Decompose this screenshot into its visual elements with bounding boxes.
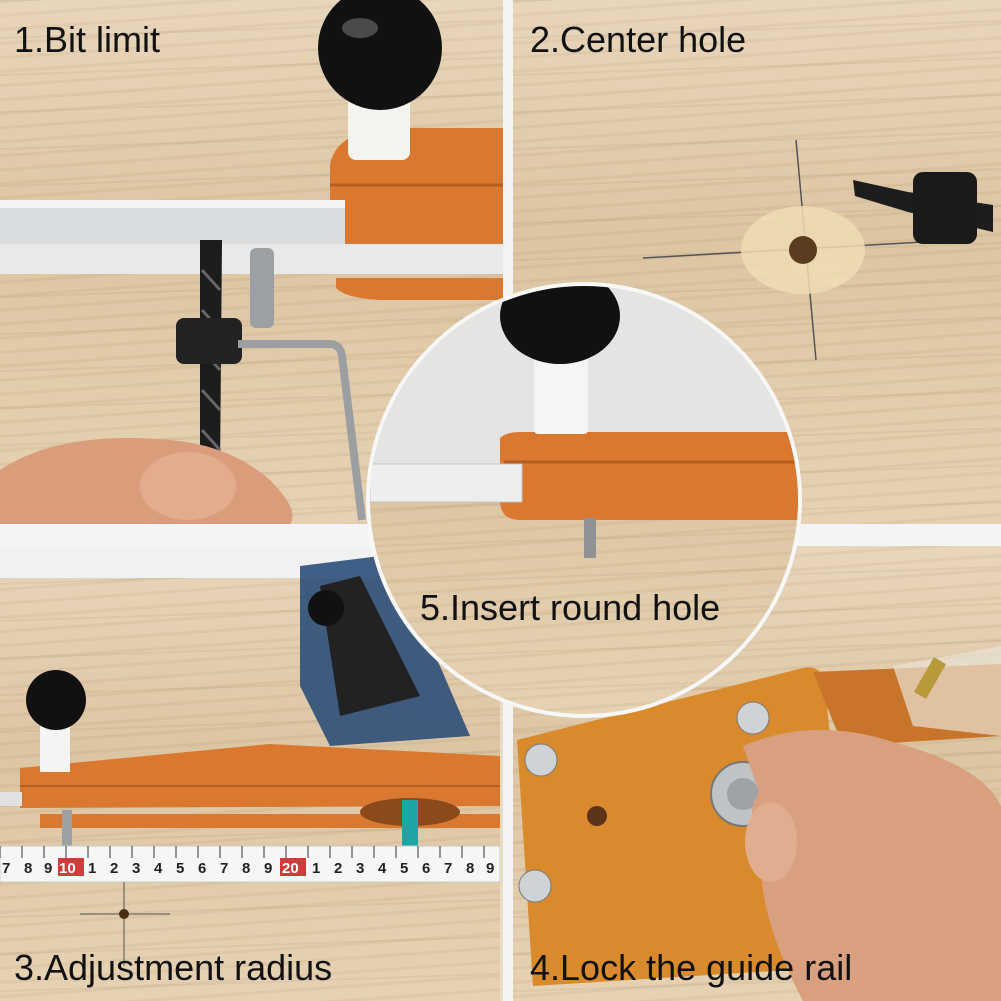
caption-bit-limit: 1.Bit limit xyxy=(14,19,161,60)
tape-ticks xyxy=(0,846,485,858)
metal-pin xyxy=(250,248,274,328)
svg-text:7: 7 xyxy=(2,860,10,877)
router-knob xyxy=(308,590,344,626)
svg-text:20: 20 xyxy=(282,860,299,877)
tape-labels: 7 8 9 10 1 2 3 4 5 6 7 8 9 20 1 2 3 4 5 … xyxy=(2,860,494,877)
stop-collar xyxy=(913,172,977,244)
svg-text:5: 5 xyxy=(176,860,184,877)
router-bit xyxy=(402,800,418,850)
aluminium-rail xyxy=(370,463,523,503)
bit-limit-scene xyxy=(0,0,503,524)
svg-text:9: 9 xyxy=(486,860,494,877)
center-hole-scene xyxy=(642,139,993,361)
hole xyxy=(587,806,607,826)
black-knob xyxy=(500,286,620,364)
svg-text:7: 7 xyxy=(444,860,452,877)
adjustment-radius-scene: 7 8 9 10 1 2 3 4 5 6 7 8 9 20 1 2 3 4 5 … xyxy=(0,546,500,966)
inset-insert-round-hole: 5.Insert round hole xyxy=(366,282,802,718)
hand xyxy=(743,729,1001,1001)
svg-text:8: 8 xyxy=(466,860,474,877)
svg-text:6: 6 xyxy=(198,860,206,877)
orange-plate xyxy=(500,432,798,520)
svg-text:9: 9 xyxy=(264,860,272,877)
caption-lock-guide-rail: 4.Lock the guide rail xyxy=(530,947,853,988)
svg-text:6: 6 xyxy=(422,860,430,877)
panel-bit-limit: 1.Bit limit xyxy=(0,0,503,524)
white-post xyxy=(40,722,70,772)
screw xyxy=(736,701,770,735)
caption-center-hole: 2.Center hole xyxy=(530,19,747,60)
panel-adjustment-radius: 7 8 9 10 1 2 3 4 5 6 7 8 9 20 1 2 3 4 5 … xyxy=(0,546,500,1001)
svg-text:9: 9 xyxy=(44,860,52,877)
metal-pin xyxy=(62,810,72,846)
hex-key xyxy=(238,340,366,521)
svg-text:7: 7 xyxy=(220,860,228,877)
svg-text:4: 4 xyxy=(378,860,387,877)
lock-guide-rail-scene xyxy=(517,646,1001,1001)
stop-collar xyxy=(176,318,242,364)
svg-text:2: 2 xyxy=(334,860,342,877)
insert-round-hole-scene xyxy=(370,286,798,558)
center-hole xyxy=(789,236,817,264)
svg-text:1: 1 xyxy=(88,860,96,877)
svg-text:10: 10 xyxy=(59,860,76,877)
screw xyxy=(524,743,558,777)
black-knob xyxy=(26,670,86,730)
svg-text:1: 1 xyxy=(312,860,320,877)
orange-plate xyxy=(20,744,500,808)
svg-text:2: 2 xyxy=(110,860,118,877)
black-knob xyxy=(318,0,442,110)
caption-insert-round-hole: 5.Insert round hole xyxy=(420,587,721,628)
screw xyxy=(518,869,552,903)
svg-text:8: 8 xyxy=(24,860,32,877)
caption-adjustment-radius: 3.Adjustment radius xyxy=(14,947,333,988)
svg-text:8: 8 xyxy=(242,860,250,877)
metal-pin xyxy=(584,518,596,558)
svg-text:3: 3 xyxy=(132,860,140,877)
svg-text:4: 4 xyxy=(154,860,163,877)
svg-text:3: 3 xyxy=(356,860,364,877)
svg-text:5: 5 xyxy=(400,860,408,877)
